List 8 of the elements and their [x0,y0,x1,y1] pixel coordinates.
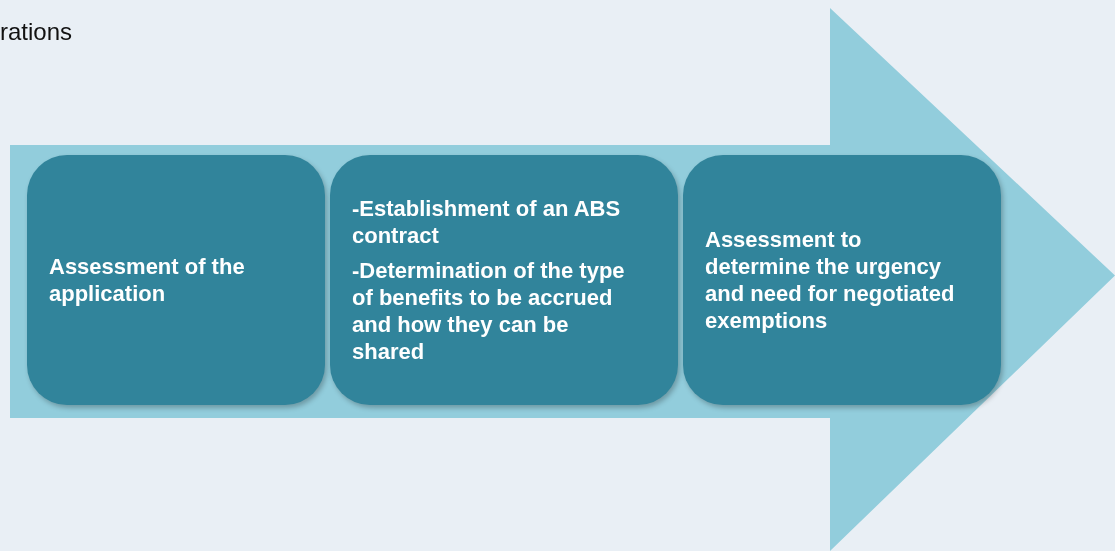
process-box [330,155,678,405]
process-box [683,155,1001,405]
box-text: -Establishment of an ABS contract [352,195,622,249]
box-text: Assessment to determine the urgency and need for negotiated exemptions [705,226,956,334]
box-text: -Determination of the type of benefits to be accrued and how they can be shared [352,257,626,365]
box-text: Assessment of the application [49,253,246,307]
heading-fragment: rations [0,18,73,46]
process-box [27,155,325,405]
